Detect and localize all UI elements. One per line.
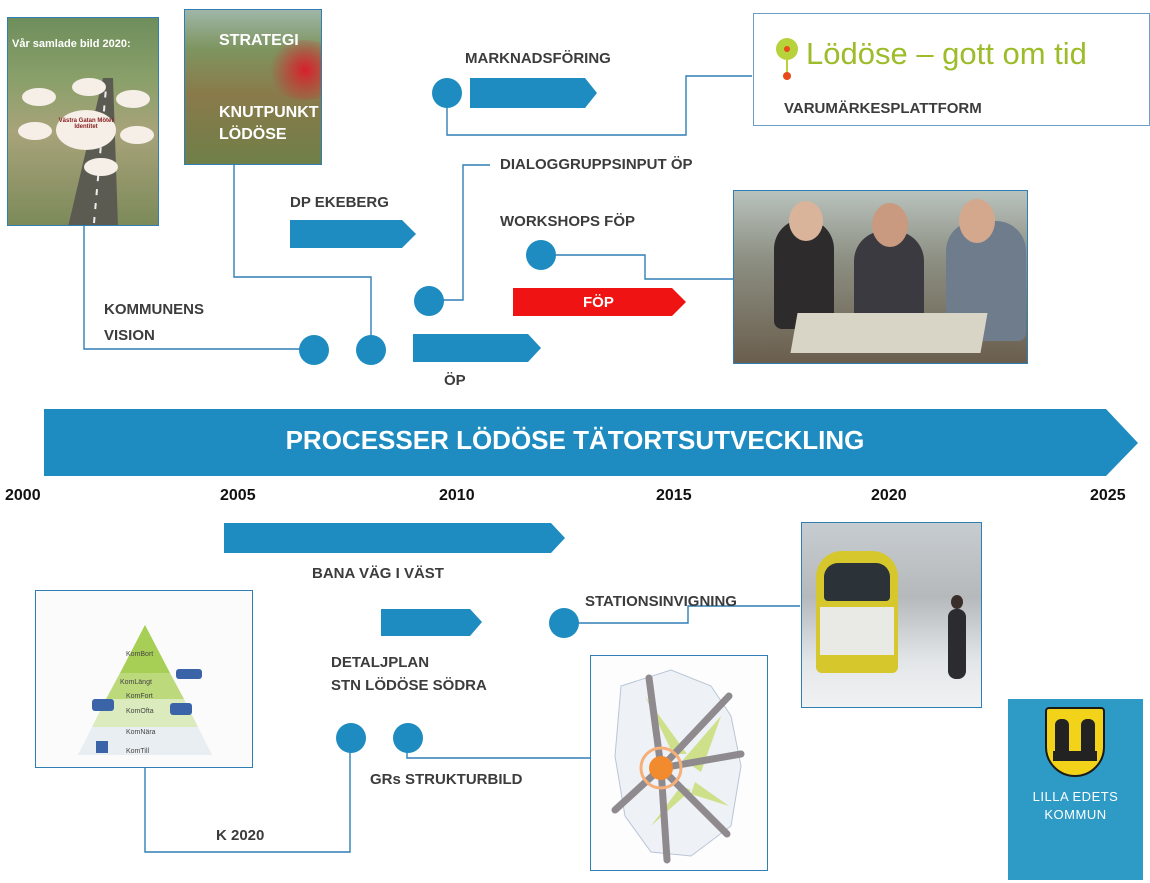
label-detaljplan-1: DETALJPLAN [331,654,430,671]
label-dialog: DIALOGGRUPPSINPUT ÖP [500,156,693,173]
pyramid-level: KomBort [126,651,154,658]
label-k2020: K 2020 [216,827,265,844]
k2020-connector [144,737,351,853]
year-label: 2020 [871,487,907,504]
gr-structure-map [590,655,768,871]
strategy-label-3: LÖDÖSE [219,126,287,143]
bus-icon [176,669,202,679]
person-head [951,595,963,609]
tower-shape [1055,719,1069,755]
vision-bubble-text: Västra Gatan Mötet Identitet [58,118,114,130]
bus-icon [170,703,192,715]
label-op: ÖP [444,372,466,389]
logo-line-1: LILLA EDETS [1032,789,1119,804]
milestone-dot-vision [299,335,329,365]
train-window [824,563,890,601]
train-photo [801,522,982,708]
milestone-dot-station [549,608,579,638]
strategy-hotspot [265,40,321,100]
person-head [789,201,823,241]
pyramid-level: KomOfta [126,708,154,715]
vision-bubble [116,90,150,108]
year-label: 2000 [5,487,41,504]
person-figure [948,609,966,679]
brand-platform-box: Lödöse – gott om tid VARUMÄRKESPLATTFORM [753,13,1150,126]
vision-connector [83,225,305,350]
train-front [820,607,894,655]
fop-arrow [513,288,686,316]
coat-of-arms-icon [1045,707,1105,777]
vision-bubble-center: Västra Gatan Mötet Identitet [56,110,116,150]
dialog-connector [429,164,490,301]
station-connector [564,605,800,624]
year-label: 2010 [439,487,475,504]
vision-bubble [120,126,154,144]
timeline-title: PROCESSER LÖDÖSE TÄTORTSUTVECKLING [285,425,865,455]
person-head [959,199,995,243]
label-bana: BANA VÄG I VÄST [312,565,444,582]
workshop-photo [733,190,1028,364]
year-label: 2005 [220,487,256,504]
brand-platform-label: VARUMÄRKESPLATTFORM [784,100,982,117]
label-kommunens: KOMMUNENS [104,301,204,318]
vision-bubble [18,122,52,140]
milestone-dot-strategy [356,335,386,365]
milestone-dot-marknadsforing [432,78,462,108]
label-marknadsforing: MARKNADSFÖRING [465,50,611,67]
dp-ekeberg-arrow [290,220,416,248]
strategy-label-1: STRATEGI [219,32,299,49]
brand-text: Lödöse – gott om tid [806,36,1087,71]
timeline-arrow [44,409,1138,476]
vision-bubble [84,158,118,176]
year-label: 2015 [656,487,692,504]
parking-icon [96,741,108,753]
milestone-dot-dialog [414,286,444,316]
strategy-label-2: KNUTPUNKT [219,104,319,121]
label-stationsinvigning: STATIONSINVIGNING [585,593,737,610]
label-dp-ekeberg: DP EKEBERG [290,194,389,211]
year-label: 2025 [1090,487,1126,504]
milestone-dot-k2020 [336,723,366,753]
wall-shape [1053,751,1097,761]
person-head [872,203,908,247]
marknadsforing-arrow [470,78,597,108]
label-vision: VISION [104,327,155,344]
map-graphic [611,669,745,864]
strategy-aerial-image: STRATEGI KNUTPUNKT LÖDÖSE [184,9,322,165]
vision-bubble [72,78,106,96]
workshop-connector [541,254,733,280]
milestone-dot-workshop [526,240,556,270]
pyramid-level: KomLängt [120,679,152,686]
pyramid-graphic [78,625,212,755]
pin-icon-base [783,72,791,80]
label-workshops: WORKSHOPS FÖP [500,213,636,230]
pyramid-level: KomFort [126,693,153,700]
bus-icon [92,699,114,711]
bana-arrow [224,523,565,553]
logo-line-2: KOMMUN [1044,807,1107,822]
label-detaljplan-2: STN LÖDÖSE SÖDRA [331,677,487,694]
lilla-edet-logo: LILLA EDETS KOMMUN [1008,699,1143,880]
vision-bubble [22,88,56,106]
op-arrow [413,334,541,362]
pin-icon-stem [786,59,788,75]
label-grs: GRs STRUKTURBILD [370,771,523,788]
tower-shape [1081,719,1095,755]
k2020-pyramid-image: KomBort KomLängt KomFort KomOfta KomNära… [35,590,253,768]
pyramid-level: KomTill [126,748,150,755]
marketing-connector [446,75,752,136]
vision-brochure-image: Vår samlade bild 2020: Västra Gatan Möte… [7,17,159,226]
detaljplan-arrow [381,609,482,636]
pin-icon-dot [784,46,790,52]
pyramid-level: KomNära [126,729,156,736]
strategy-connector [233,165,372,350]
milestone-dot-grs [393,723,423,753]
vision-title: Vår samlade bild 2020: [12,38,131,50]
label-fop: FÖP [583,294,614,311]
